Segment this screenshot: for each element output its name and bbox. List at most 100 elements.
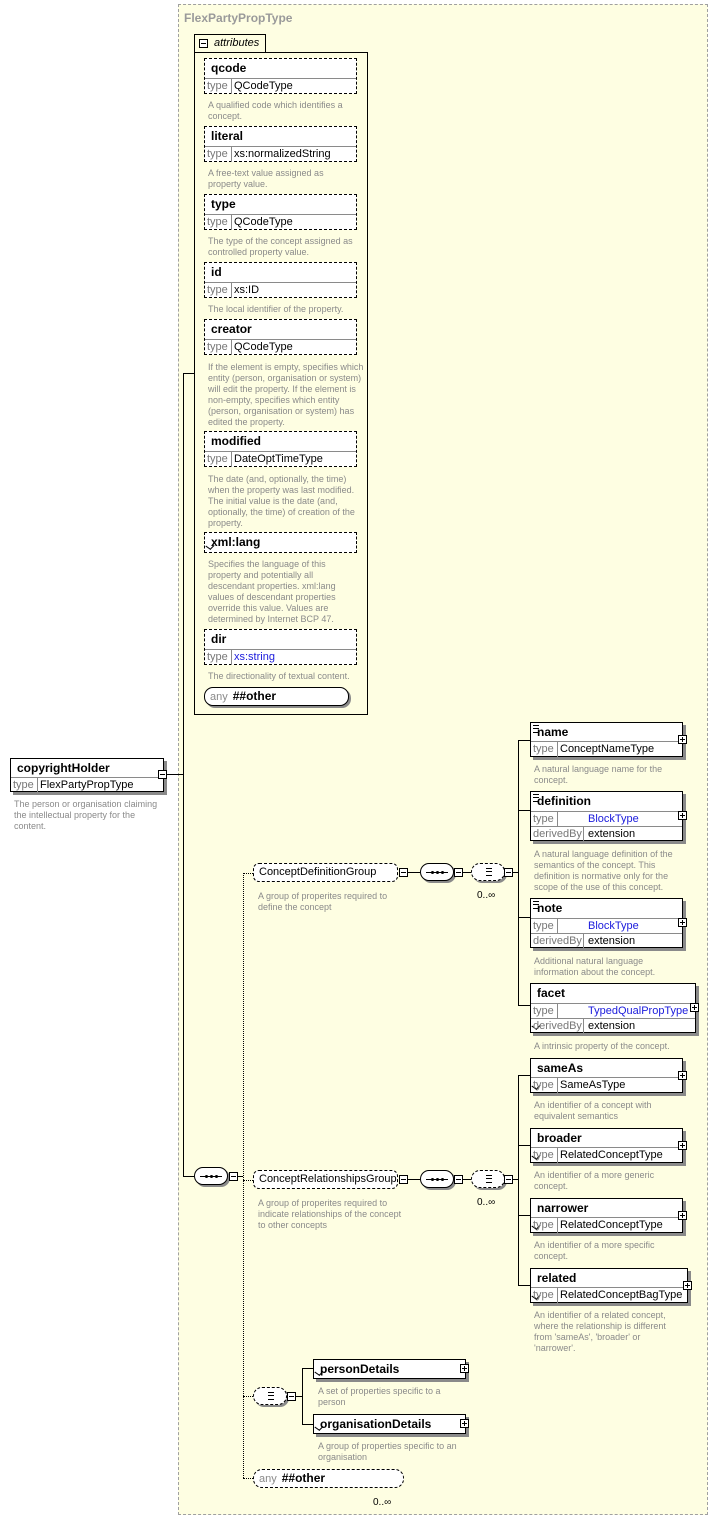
sequence-compositor[interactable] bbox=[194, 1167, 228, 1185]
connector bbox=[238, 1176, 243, 1177]
expand-icon[interactable] bbox=[460, 1419, 469, 1428]
connector bbox=[183, 373, 194, 374]
choice-icon bbox=[268, 1392, 274, 1400]
type-name: FlexPartyPropType bbox=[184, 11, 293, 25]
attributes-tab[interactable]: attributes bbox=[194, 34, 266, 52]
collapse-icon[interactable] bbox=[504, 868, 513, 877]
attribute-qcode-desc: A qualified code which identifies a conc… bbox=[208, 100, 343, 121]
expand-icon[interactable] bbox=[678, 811, 687, 820]
expand-icon[interactable] bbox=[678, 1211, 687, 1220]
expand-icon[interactable] bbox=[460, 1364, 469, 1373]
occurrence-label: 0..∞ bbox=[373, 1497, 392, 1508]
connector bbox=[296, 1396, 302, 1397]
connector bbox=[408, 1179, 420, 1180]
element-name-desc: A natural language name for the concept. bbox=[534, 764, 663, 785]
collapse-icon[interactable] bbox=[399, 868, 408, 877]
attribute-id-desc: The local identifier of the property. bbox=[208, 304, 344, 314]
attributes-label: attributes bbox=[214, 37, 260, 49]
element-wildcard[interactable]: any##other bbox=[253, 1469, 404, 1488]
group-concept-definition[interactable]: ConceptDefinitionGroup bbox=[253, 863, 398, 882]
attribute-dir-desc: The directionality of textual content. bbox=[208, 671, 350, 681]
collapse-icon[interactable] bbox=[287, 1392, 296, 1401]
element-organisationDetails-desc: A group of properties specific to an org… bbox=[318, 1441, 457, 1462]
connector bbox=[518, 1075, 530, 1076]
connector bbox=[518, 740, 519, 1006]
expand-icon[interactable] bbox=[678, 1071, 687, 1080]
expand-icon[interactable] bbox=[678, 735, 687, 744]
content-icon bbox=[533, 794, 539, 802]
connector bbox=[463, 872, 471, 873]
attribute-xml-lang[interactable]: xml:lang bbox=[204, 532, 357, 553]
choice-compositor[interactable] bbox=[471, 863, 505, 881]
connector bbox=[518, 1005, 530, 1006]
element-definition-desc: A natural language definition of the sem… bbox=[534, 849, 673, 892]
content-icon bbox=[533, 725, 539, 733]
connector bbox=[243, 873, 244, 1478]
group-concept-relationships-desc: A group of properites required to indica… bbox=[258, 1198, 402, 1230]
connector bbox=[513, 1179, 518, 1180]
element-related-desc: An identifier of a related concept, wher… bbox=[534, 1310, 666, 1353]
expand-icon[interactable] bbox=[683, 1281, 692, 1290]
attribute-creator-desc: If the element is empty, specifies which… bbox=[208, 362, 364, 427]
collapse-icon[interactable] bbox=[454, 868, 463, 877]
sequence-compositor[interactable] bbox=[420, 1170, 454, 1188]
connector bbox=[518, 1075, 519, 1286]
element-narrower-desc: An identifier of a more specific concept… bbox=[534, 1240, 655, 1261]
connector bbox=[302, 1424, 313, 1425]
expand-icon[interactable] bbox=[678, 1141, 687, 1150]
choice-icon bbox=[486, 868, 492, 876]
attribute-xml-lang-desc: Specifies the language of this property … bbox=[208, 559, 336, 624]
connector bbox=[518, 917, 530, 918]
connector bbox=[183, 1176, 194, 1177]
collapse-icon[interactable] bbox=[158, 770, 167, 779]
choice-compositor[interactable] bbox=[253, 1387, 287, 1405]
connector bbox=[243, 1396, 253, 1397]
attribute-modified-desc: The date (and, optionally, the time) whe… bbox=[208, 474, 355, 528]
choice-compositor[interactable] bbox=[471, 1170, 505, 1188]
expand-icon[interactable] bbox=[690, 1003, 699, 1012]
collapse-icon[interactable] bbox=[504, 1175, 513, 1184]
connector bbox=[408, 872, 420, 873]
connector bbox=[518, 810, 530, 811]
group-concept-relationships[interactable]: ConceptRelationshipsGroup bbox=[253, 1170, 398, 1189]
group-concept-definition-desc: A group of properites required to define… bbox=[258, 891, 388, 912]
collapse-icon[interactable] bbox=[199, 39, 208, 48]
expand-icon[interactable] bbox=[678, 918, 687, 927]
attribute-type-desc: The type of the concept assigned as cont… bbox=[208, 236, 353, 257]
attribute-wildcard[interactable]: any##other bbox=[204, 687, 349, 706]
collapse-icon[interactable] bbox=[229, 1172, 238, 1181]
connector bbox=[518, 740, 530, 741]
element-organisationDetails[interactable]: organisationDetails bbox=[313, 1414, 466, 1434]
connector bbox=[518, 1285, 530, 1286]
attribute-literal-desc: A free-text value assigned as property v… bbox=[208, 168, 324, 189]
occurrence-label: 0..∞ bbox=[477, 1197, 496, 1208]
occurrence-label: 0..∞ bbox=[477, 890, 496, 901]
element-broader-desc: An identifier of a more generic concept. bbox=[534, 1170, 655, 1191]
collapse-icon[interactable] bbox=[454, 1175, 463, 1184]
sequence-compositor[interactable] bbox=[420, 863, 454, 881]
connector bbox=[518, 1215, 530, 1216]
element-sameAs-desc: An identifier of a concept with equivale… bbox=[534, 1100, 652, 1121]
connector bbox=[243, 1478, 253, 1479]
element-personDetails[interactable]: personDetails bbox=[313, 1359, 466, 1379]
connector bbox=[183, 373, 184, 1177]
choice-icon bbox=[486, 1175, 492, 1183]
collapse-icon[interactable] bbox=[399, 1175, 408, 1184]
connector bbox=[302, 1368, 303, 1424]
